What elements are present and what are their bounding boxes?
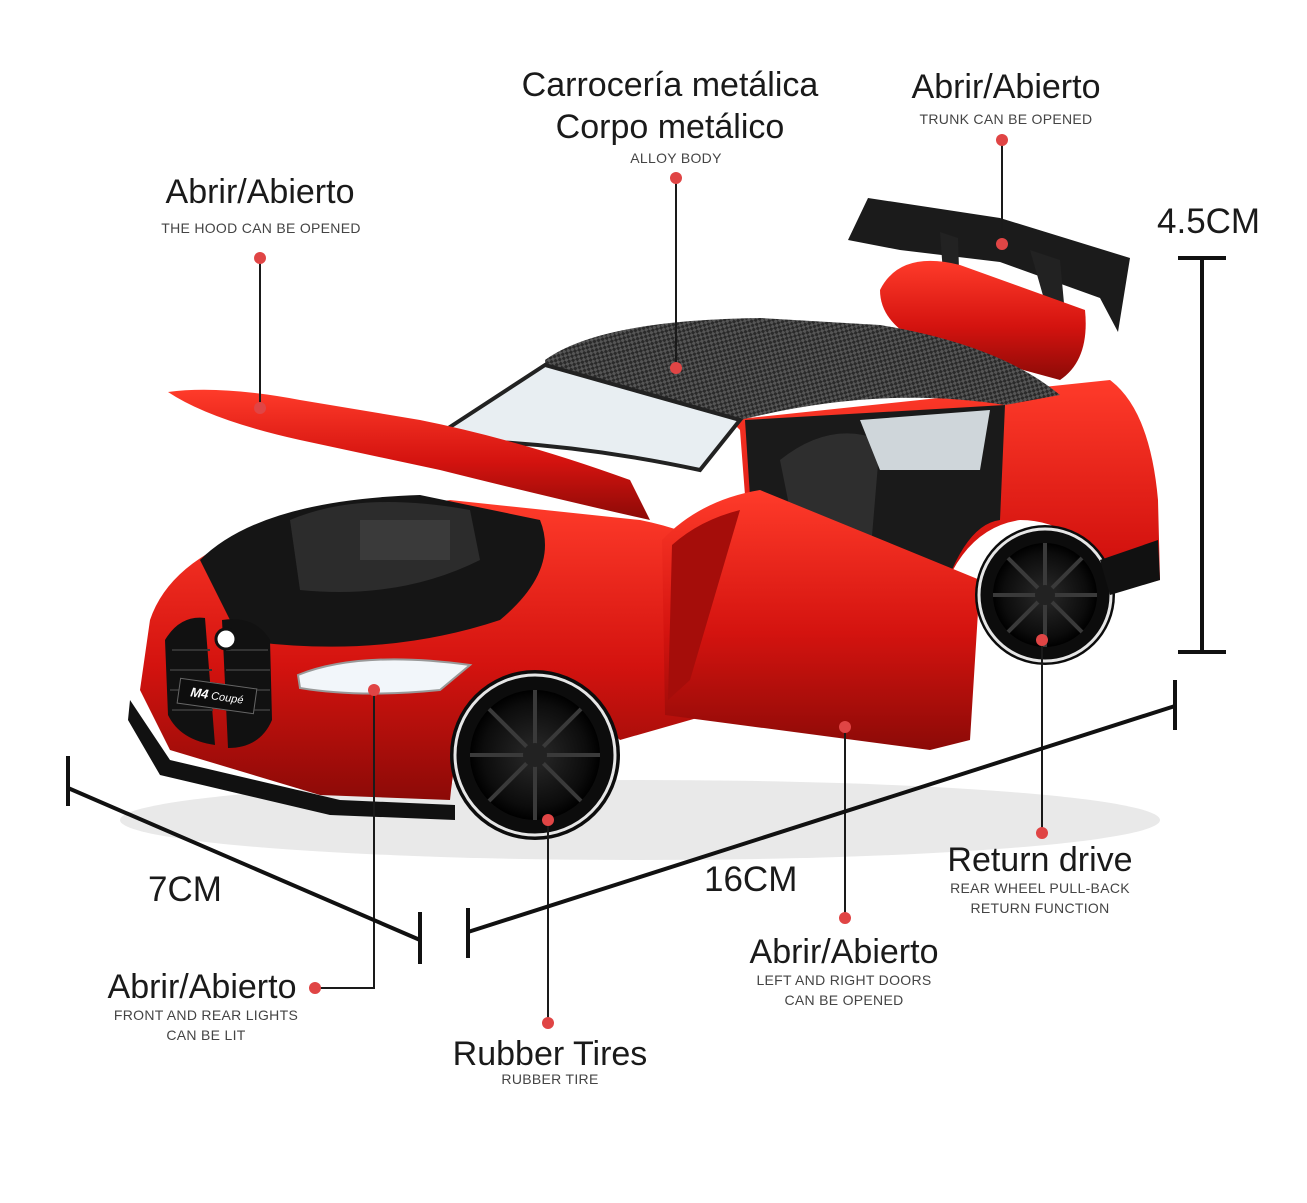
alloy-body-subtitle: ALLOY BODY: [630, 150, 722, 166]
open-door: [662, 490, 980, 750]
trunk-subtitle: TRUNK CAN BE OPENED: [919, 111, 1093, 127]
carbon-roof: [545, 318, 1060, 420]
dimension-lines: [66, 256, 1226, 964]
width-dimension: 7CM: [148, 870, 222, 909]
trunk-title: Abrir/Abierto: [911, 68, 1101, 106]
tires-title: Rubber Tires: [452, 1035, 648, 1073]
front-wheel: [450, 670, 620, 840]
emblem-icon: [214, 627, 238, 651]
alloy-body-title-es: Carrocería metálica: [521, 66, 819, 104]
return-drive-subtitle-1: REAR WHEEL PULL-BACK: [950, 880, 1130, 896]
alloy-body-title-pt: Corpo metálico: [555, 108, 785, 146]
rear-wheel: [975, 525, 1115, 665]
hood-subtitle: THE HOOD CAN BE OPENED: [161, 220, 361, 236]
lights-subtitle-2: CAN BE LIT: [166, 1027, 246, 1043]
length-dimension: 16CM: [704, 860, 798, 899]
tires-subtitle: RUBBER TIRE: [501, 1071, 599, 1087]
height-dimension: 4.5CM: [1157, 202, 1261, 241]
callout-lines: [259, 140, 1043, 1023]
lights-title: Abrir/Abierto: [107, 968, 297, 1006]
return-drive-subtitle-2: RETURN FUNCTION: [970, 900, 1110, 916]
open-hood: [168, 389, 650, 520]
rear-spoiler: [848, 198, 1130, 380]
headlight: [296, 658, 473, 695]
badge-variant: Coupé: [210, 690, 245, 707]
doors-subtitle-1: LEFT AND RIGHT DOORS: [756, 972, 932, 988]
callout-markers: [254, 134, 1048, 1029]
return-drive-title: Return drive: [947, 841, 1133, 879]
badge-model: M4: [189, 684, 210, 702]
doors-subtitle-2: CAN BE OPENED: [784, 992, 904, 1008]
hood-title: Abrir/Abierto: [165, 173, 355, 211]
doors-title: Abrir/Abierto: [749, 933, 939, 971]
lights-subtitle-1: FRONT AND REAR LIGHTS: [113, 1007, 299, 1023]
